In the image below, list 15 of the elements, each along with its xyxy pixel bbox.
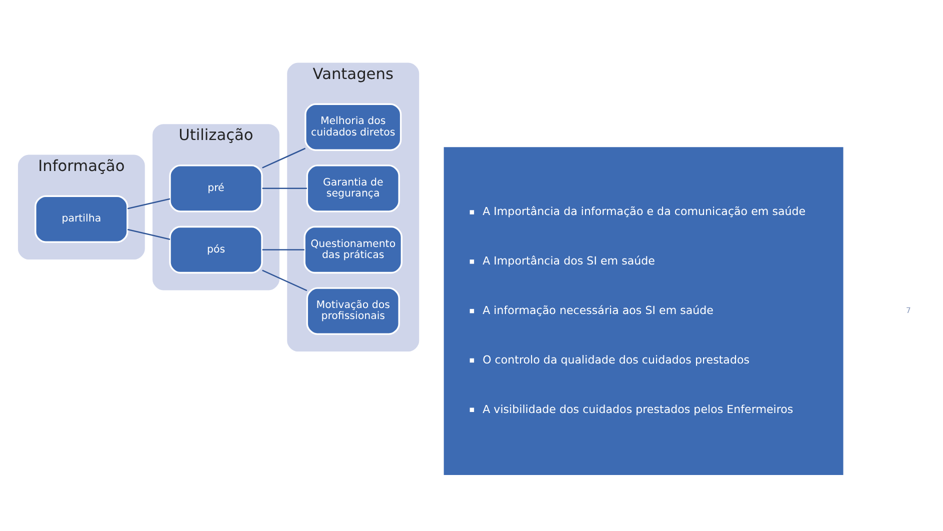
node-box: Garantia de segurança	[306, 164, 400, 212]
connector	[262, 249, 304, 250]
label: 7	[906, 306, 911, 315]
connector	[127, 198, 170, 210]
node-box: A Importância da informação e da comunicação em saúde A Importância dos SI em saúde A informação necessária aos SI em saúde O controlo da qualidade dos cuidados prestados A visibilidade dos cuidados prestados pelos Enfermeiros	[444, 147, 844, 476]
node-box: Motivação dos profissionais	[306, 287, 400, 335]
node-box: Questionamento das práticas	[304, 226, 403, 274]
node-box: pós	[169, 226, 263, 274]
node-box: pré	[169, 164, 263, 212]
connector	[262, 148, 306, 168]
node-box: partilha	[34, 195, 128, 243]
connector	[262, 270, 308, 292]
node-box: Melhoria dos cuidados diretos	[304, 103, 402, 151]
connector	[262, 188, 307, 190]
connector	[127, 228, 170, 240]
